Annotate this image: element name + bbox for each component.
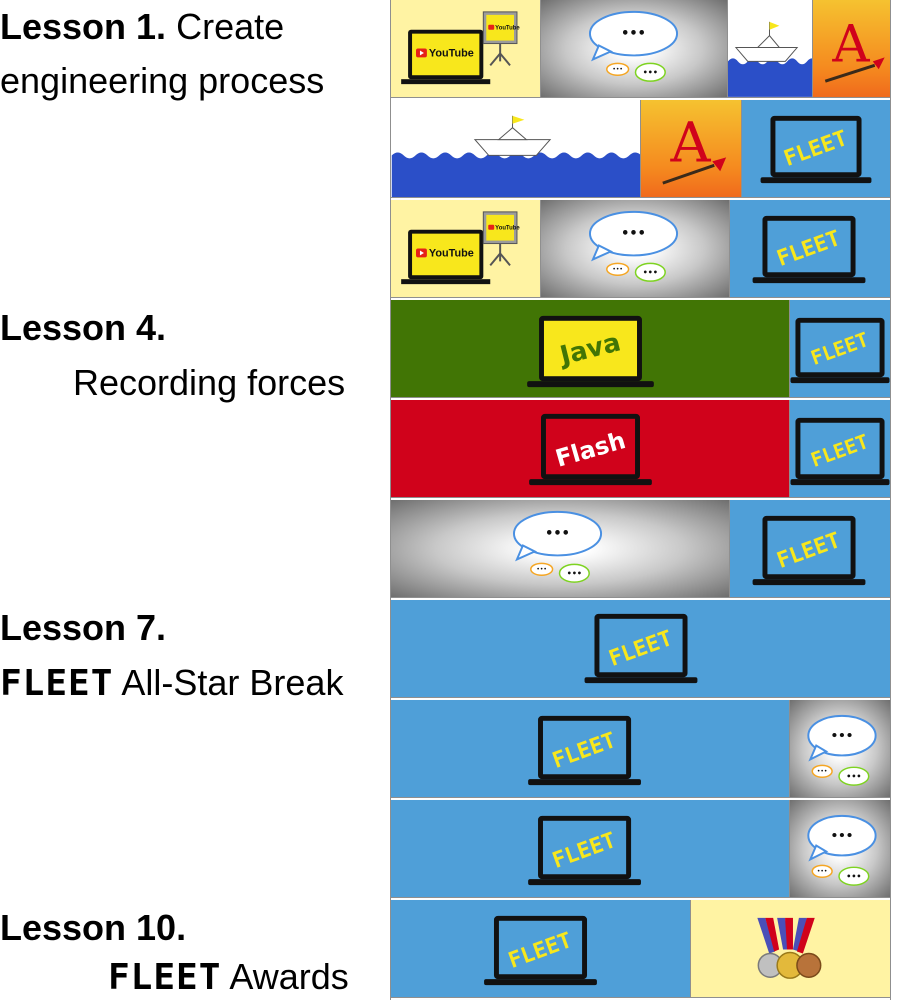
boat-tile bbox=[728, 0, 813, 98]
fleet-tile: FLEET bbox=[391, 900, 691, 998]
chat-ellipsis-medium: ••• bbox=[846, 772, 861, 781]
lesson-7-title-text: All-Star Break bbox=[121, 662, 344, 703]
fleet-laptop-icon: FLEET bbox=[528, 715, 641, 786]
lesson-7-row: FLEET bbox=[391, 600, 890, 698]
fleet-laptop-icon: FLEET bbox=[752, 515, 866, 586]
chat-ellipsis-small: ••• bbox=[817, 768, 827, 775]
art-letter: A bbox=[831, 14, 870, 74]
youtube-text: YouTube bbox=[429, 47, 474, 59]
lesson-10-title-text: Awards bbox=[229, 956, 349, 997]
chat-ellipsis: ••• bbox=[831, 829, 854, 843]
chat-ellipsis-small: ••• bbox=[817, 868, 827, 875]
chat-tile: ••• ••• ••• bbox=[541, 0, 728, 98]
lesson-1-subtitle: engineering process bbox=[0, 60, 325, 101]
art-a-icon: A bbox=[662, 111, 727, 185]
lesson-10-row: FLEET bbox=[391, 900, 890, 998]
chat-ellipsis-medium: ••• bbox=[846, 872, 861, 881]
lesson-4-number-text: Lesson 4. bbox=[0, 307, 167, 348]
fleet-laptop-icon: FLEET bbox=[790, 417, 890, 486]
youtube-small-text: YouTube bbox=[495, 26, 520, 32]
chat-bubbles-icon: ••• ••• ••• bbox=[807, 714, 877, 786]
lesson-6-row: ••• ••• ••• FLEET bbox=[391, 500, 890, 598]
chat-tile: ••• ••• ••• bbox=[541, 200, 730, 298]
lesson-1-number: Lesson 1. bbox=[0, 6, 167, 47]
chat-tile: ••• ••• ••• bbox=[790, 800, 890, 898]
art-tile: A bbox=[641, 100, 742, 198]
chat-ellipsis: ••• bbox=[545, 527, 570, 542]
lesson-2-row: A FLEET bbox=[391, 100, 890, 198]
lesson-9-row: FLEET ••• ••• ••• bbox=[391, 800, 890, 898]
fleet-tile: FLEET bbox=[391, 700, 790, 798]
chat-ellipsis: ••• bbox=[621, 27, 646, 42]
fleet-laptop-icon: FLEET bbox=[484, 915, 597, 986]
fleet-laptop-icon: FLEET bbox=[760, 115, 872, 184]
chat-ellipsis-medium: ••• bbox=[643, 68, 658, 77]
fleet-laptop-icon: FLEET bbox=[790, 317, 890, 384]
art-tile: A bbox=[813, 0, 890, 98]
fleet-tile: FLEET bbox=[391, 800, 790, 898]
chat-ellipsis-small: ••• bbox=[612, 266, 622, 273]
medals-tile bbox=[691, 900, 890, 998]
lesson-10-fleet-brand: FLEET bbox=[108, 957, 222, 998]
lesson-7-title: FLEET All-Star Break bbox=[0, 656, 343, 711]
java-tile: Java bbox=[391, 300, 790, 398]
paper-boat-icon bbox=[391, 115, 640, 197]
fleet-wide-tile: FLEET bbox=[391, 600, 890, 698]
chat-ellipsis-small: ••• bbox=[612, 66, 622, 73]
chat-ellipsis: ••• bbox=[621, 227, 646, 242]
paper-boat-icon bbox=[728, 21, 812, 97]
medals-icon bbox=[757, 917, 822, 979]
fleet-tile: FLEET bbox=[742, 100, 890, 198]
lesson-1-label: Lesson 1. Create bbox=[0, 0, 284, 54]
chat-tile: ••• ••• ••• bbox=[391, 500, 730, 598]
lesson-8-row: FLEET ••• ••• ••• bbox=[391, 700, 890, 798]
youtube-tile: YouTube YouTube bbox=[391, 200, 541, 298]
chat-bubbles-icon: ••• ••• ••• bbox=[588, 210, 679, 282]
youtube-small-text: YouTube bbox=[495, 226, 520, 232]
lesson-1-row: YouTube YouTube ••• ••• ••• bbox=[391, 0, 890, 98]
chat-ellipsis-small: ••• bbox=[536, 566, 546, 573]
chat-bubbles-icon: ••• ••• ••• bbox=[512, 510, 603, 583]
lesson-10-title: FLEET Awards bbox=[108, 950, 349, 1005]
fleet-laptop-icon: FLEET bbox=[752, 215, 866, 284]
fleet-laptop-icon: FLEET bbox=[528, 815, 641, 886]
lesson-7-fleet-brand: FLEET bbox=[0, 663, 114, 704]
flash-tile: Flash bbox=[391, 400, 790, 498]
youtube-tile: YouTube YouTube bbox=[391, 0, 541, 98]
fleet-tile: FLEET bbox=[790, 300, 890, 398]
chat-ellipsis: ••• bbox=[831, 729, 854, 743]
art-a-icon: A bbox=[824, 14, 885, 83]
fleet-tile: FLEET bbox=[790, 400, 890, 498]
lesson-4-number: Lesson 4. bbox=[0, 301, 166, 355]
youtube-laptop-icon: YouTube YouTube bbox=[401, 11, 520, 85]
youtube-text: YouTube bbox=[429, 247, 474, 259]
lesson-1-title: Create bbox=[176, 6, 285, 47]
lesson-10-number-text: Lesson 10. bbox=[0, 907, 187, 948]
lesson-4-row: Java FLEET bbox=[391, 300, 890, 398]
lesson-3-row: YouTube YouTube ••• ••• ••• FLEET bbox=[391, 200, 890, 298]
chat-ellipsis-medium: ••• bbox=[567, 569, 582, 578]
chat-tile: ••• ••• ••• bbox=[790, 700, 890, 798]
java-laptop-icon: Java bbox=[527, 315, 654, 388]
chat-ellipsis-medium: ••• bbox=[643, 268, 658, 277]
chat-bubbles-icon: ••• ••• ••• bbox=[588, 10, 679, 82]
lesson-5-row: Flash FLEET bbox=[391, 400, 890, 498]
art-letter: A bbox=[669, 111, 711, 175]
fleet-tile: FLEET bbox=[730, 200, 890, 298]
youtube-laptop-icon: YouTube YouTube bbox=[401, 211, 520, 285]
lesson-10-number: Lesson 10. bbox=[0, 901, 186, 955]
fleet-laptop-icon: FLEET bbox=[584, 613, 698, 684]
lesson-7-number: Lesson 7. bbox=[0, 601, 166, 655]
fleet-tile: FLEET bbox=[730, 500, 890, 598]
lesson-4-title: Recording forces bbox=[73, 362, 346, 403]
boat-wide-tile bbox=[391, 100, 641, 198]
flash-laptop-icon: Flash bbox=[529, 413, 652, 486]
lesson-7-number-text: Lesson 7. bbox=[0, 607, 167, 648]
chat-bubbles-icon: ••• ••• ••• bbox=[807, 814, 877, 886]
